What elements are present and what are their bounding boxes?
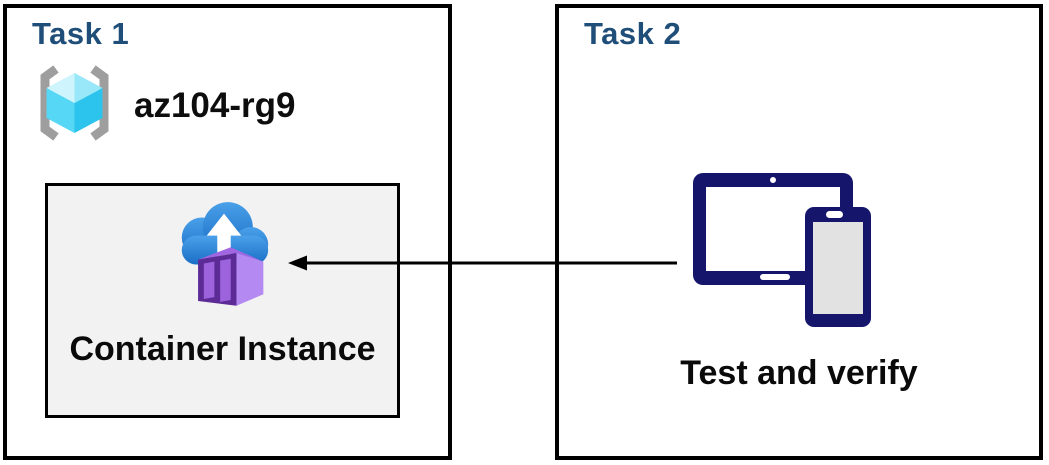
container-instance-box: Container Instance <box>45 183 400 418</box>
tablet-home-button-icon <box>760 274 790 280</box>
phone-speaker-icon <box>826 211 843 218</box>
task1-box: Task 1 az104-rg9 <box>3 4 452 460</box>
task1-title: Task 1 <box>32 16 130 51</box>
right-bracket-icon <box>90 65 109 141</box>
resource-group-name: az104-rg9 <box>134 86 296 125</box>
test-and-verify-label: Test and verify <box>680 354 918 392</box>
phone-screen <box>813 222 863 314</box>
cube-icon <box>46 73 103 133</box>
container-instance-label: Container Instance <box>69 330 376 368</box>
container-instance-icon <box>181 202 269 306</box>
resource-group-icon <box>40 65 109 141</box>
upload-arrow-icon <box>206 213 242 259</box>
tablet-camera-icon <box>770 177 776 183</box>
container-box-icon <box>198 247 264 306</box>
left-bracket-icon <box>40 65 59 141</box>
task2-box: Task 2 Test and verify <box>555 4 1043 460</box>
tablet-and-phone-icon <box>693 173 871 327</box>
task2-title: Task 2 <box>584 16 682 51</box>
